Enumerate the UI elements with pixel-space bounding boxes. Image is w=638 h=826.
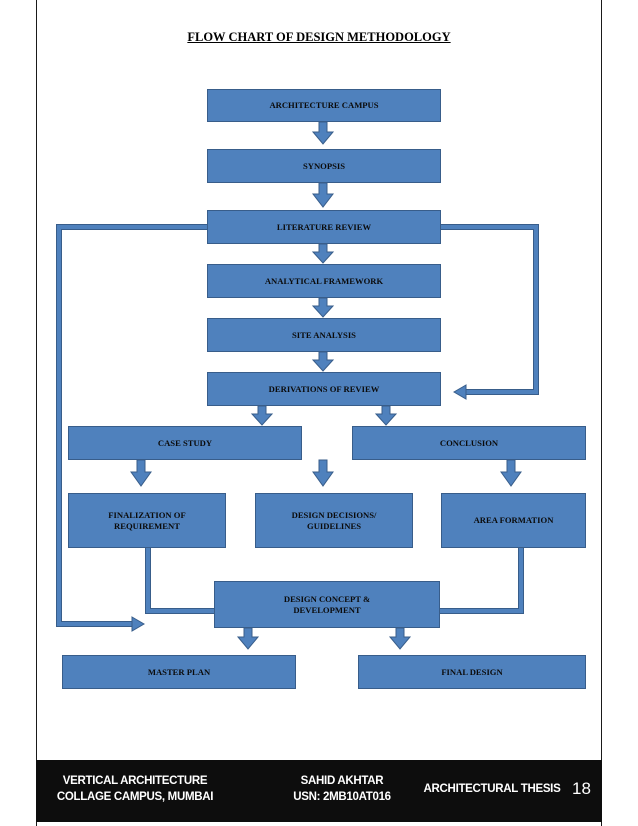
arrow-derivations-casestudy	[250, 405, 274, 426]
node-literature-review: LITERATURE REVIEW	[207, 210, 441, 244]
footer-author-name: SAHID AKHTAR	[300, 775, 384, 787]
footer-project-line1: VERTICAL ARCHITECTURE	[62, 775, 208, 787]
node-case-study: CASE STUDY	[68, 426, 302, 460]
footer-bar	[36, 760, 602, 822]
arrow-center-decisions	[312, 459, 334, 487]
arrow-casestudy-finalization	[130, 459, 152, 487]
node-analytical-framework: ANALYTICAL FRAMEWORK	[207, 264, 441, 298]
node-conclusion: CONCLUSION	[352, 426, 586, 460]
arrow-literature-analytical	[311, 243, 335, 264]
left-loop-arrowhead	[131, 616, 145, 632]
node-design-decisions: DESIGN DECISIONS/ GUIDELINES	[255, 493, 413, 548]
right-loop-line	[441, 224, 539, 395]
arrow-concept-finaldesign	[388, 627, 412, 650]
arrow-concept-masterplan	[236, 627, 260, 650]
block-arrows	[130, 121, 522, 650]
arrow-derivations-conclusion	[374, 405, 398, 426]
node-final-design: FINAL DESIGN	[358, 655, 586, 689]
node-synopsis: SYNOPSIS	[207, 149, 441, 183]
footer-author-usn: USN: 2MB10AT016	[293, 791, 391, 803]
arrow-campus-synopsis	[311, 121, 335, 145]
footer-project-line2: COLLAGE CAMPUS, MUMBAI	[56, 791, 214, 803]
footer-thesis-label: ARCHITECTURAL THESIS	[423, 783, 561, 795]
arrow-synopsis-literature	[311, 182, 335, 208]
footer-project: VERTICAL ARCHITECTURE COLLAGE CAMPUS, MU…	[40, 773, 230, 805]
footer-author: SAHID AKHTAR USN: 2MB10AT016	[262, 773, 422, 805]
node-finalization-of-requirement: FINALIZATION OF REQUIREMENT	[68, 493, 226, 548]
finalization-to-concept-line	[145, 548, 214, 614]
area-to-concept-line	[440, 548, 524, 614]
node-site-analysis: SITE ANALYSIS	[207, 318, 441, 352]
arrow-analytical-site	[311, 297, 335, 318]
arrow-conclusion-area	[500, 459, 522, 487]
node-area-formation: AREA FORMATION	[441, 493, 586, 548]
page-title: FLOW CHART OF DESIGN METHODOLOGY	[187, 30, 451, 44]
page-number: 18	[572, 779, 591, 798]
right-loop-arrowhead	[453, 384, 467, 400]
arrow-site-derivations	[311, 351, 335, 372]
node-architecture-campus: ARCHITECTURE CAMPUS	[207, 89, 441, 122]
node-derivations-of-review: DERIVATIONS OF REVIEW	[207, 372, 441, 406]
node-design-concept: DESIGN CONCEPT & DEVELOPMENT	[214, 581, 440, 628]
node-master-plan: MASTER PLAN	[62, 655, 296, 689]
